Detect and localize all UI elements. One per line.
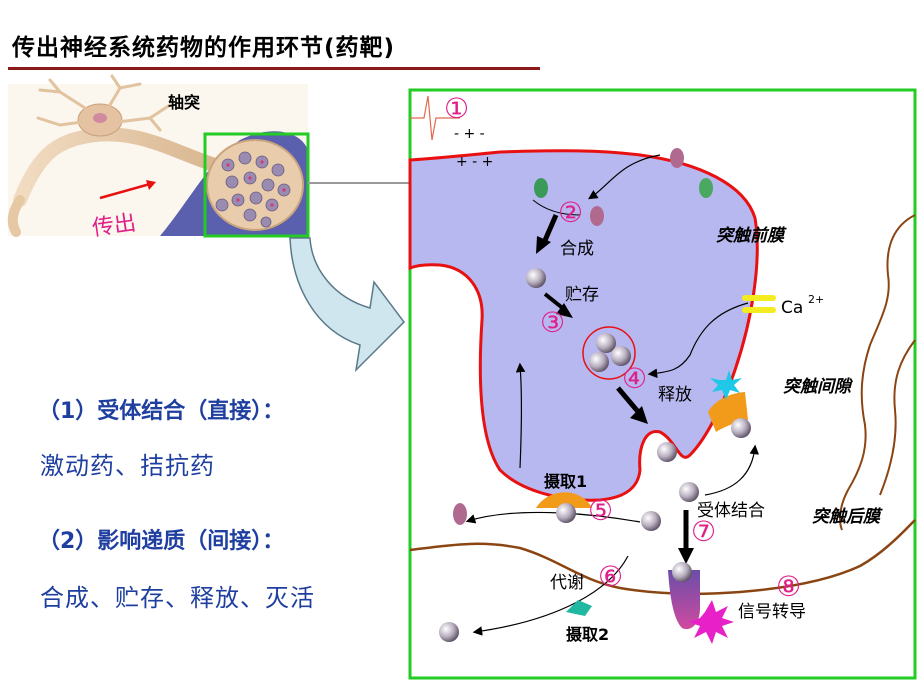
- precursor-molecule: [590, 206, 604, 226]
- presynaptic-membrane-label: 突触前膜: [716, 226, 787, 246]
- calcium-label: Ca: [781, 298, 803, 318]
- point-2-body: 合成、贮存、释放、灭活: [40, 584, 315, 612]
- step-8-number: ⑧: [776, 570, 801, 603]
- postsynaptic-membrane-label: 突触后膜: [812, 507, 883, 527]
- point-1-body: 激动药、拮抗药: [40, 452, 215, 480]
- calcium-channel: [742, 295, 776, 313]
- title-underline: [8, 67, 540, 70]
- precursor-molecule: [534, 178, 548, 198]
- uptake-transporter: [536, 492, 592, 508]
- transmitter-vesicles: [439, 268, 751, 642]
- step-4-label: 释放: [658, 385, 692, 405]
- membrane-charges-bottom: + - +: [456, 154, 493, 170]
- step-3-number: ③: [540, 306, 565, 339]
- postsynaptic-receptor: [668, 570, 700, 630]
- vesicle-cluster-outline: [582, 326, 636, 380]
- axon-label: 轴突: [168, 93, 200, 112]
- step-6-label: 代谢: [550, 573, 584, 593]
- zoom-arrow: [289, 237, 405, 373]
- uptake2-transporter: [566, 600, 592, 616]
- step-6-number: ⑥: [598, 560, 623, 593]
- step-1-number: ①: [444, 92, 469, 125]
- action-potential-trace: [410, 95, 460, 141]
- point-2-heading: （2）影响递质（间接）：: [38, 529, 285, 554]
- step-3-label: 贮存: [565, 285, 599, 305]
- step-7-label: 受体结合: [697, 501, 765, 521]
- step-2-label: 合成: [560, 239, 594, 259]
- signal-transduction-burst-icon: [688, 600, 734, 644]
- step-5-number: ⑤: [588, 494, 613, 527]
- presynaptic-terminal: [408, 149, 759, 502]
- right-postsynaptic-membrane: [839, 214, 916, 531]
- synthesis-arrow: [536, 236, 551, 254]
- receptor-binding-arrow: [678, 548, 694, 564]
- step-7-number: ⑦: [691, 515, 716, 548]
- calcium-charge-label: 2+: [808, 293, 824, 306]
- membrane-charges-top: - + -: [454, 126, 485, 142]
- step-5-label: 摄取1: [544, 472, 587, 491]
- inset-axon: [13, 127, 222, 207]
- inset-zoom-box: [203, 132, 310, 238]
- release-burst-icon: [710, 370, 742, 400]
- synaptic-cleft-label: 突触间隙: [783, 377, 853, 397]
- storage-arrow: [556, 303, 573, 318]
- metabolite-molecule: [453, 503, 467, 525]
- precursor-molecule: [670, 148, 684, 168]
- release-arrow: [630, 406, 648, 424]
- neuron-inset: 轴突 传出: [7, 74, 310, 242]
- slide-title: 传出神经系统药物的作用环节(药靶): [12, 35, 396, 61]
- step-2-number: ②: [558, 196, 583, 229]
- step-8-label: 信号转导: [738, 602, 806, 622]
- precursor-molecule: [699, 178, 713, 198]
- step-4-number: ④: [622, 362, 647, 395]
- efferent-label: 传出: [91, 211, 138, 242]
- uptake2-label: 摄取2: [566, 625, 609, 644]
- point-1-heading: （1）受体结合（直接）：: [38, 399, 285, 424]
- efferent-arrow: [99, 182, 151, 200]
